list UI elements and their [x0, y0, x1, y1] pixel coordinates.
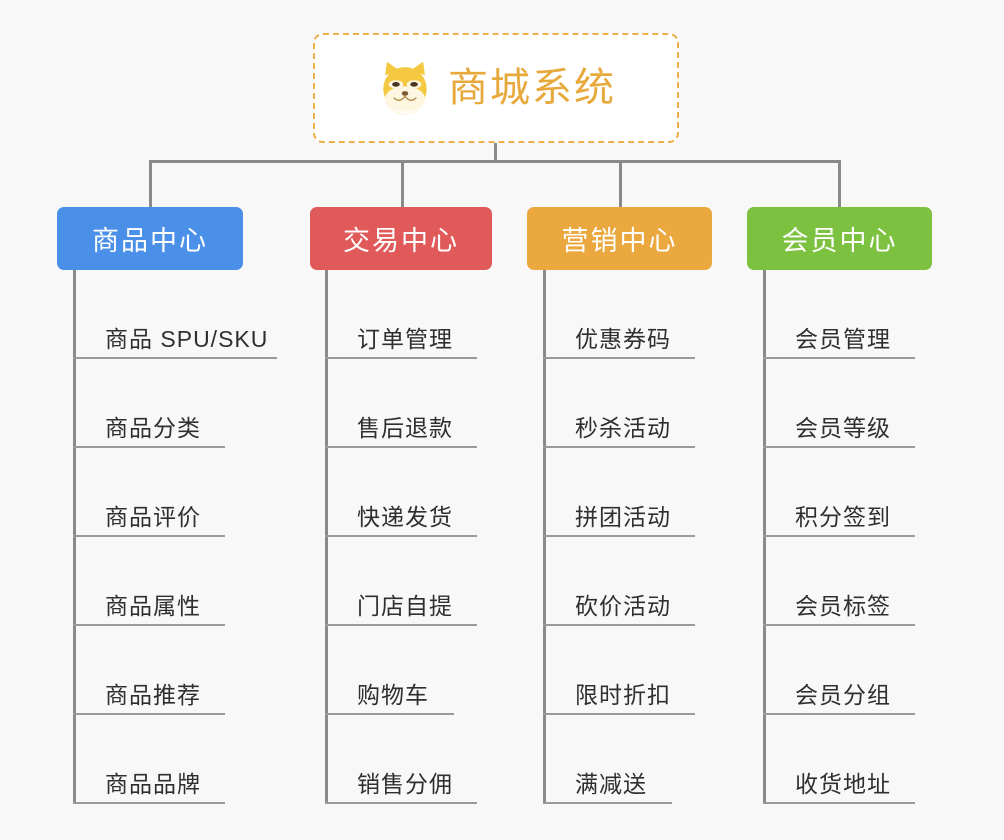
leaf-label: 商品评价: [105, 503, 201, 530]
category-label: 营销中心: [561, 226, 678, 256]
leaf-item[interactable]: 会员等级: [763, 359, 915, 448]
leaf-item[interactable]: 销售分佣: [325, 715, 477, 804]
leaf-item[interactable]: 购物车: [325, 626, 454, 715]
leaf-label: 销售分佣: [357, 770, 453, 797]
connector-drop-1: [149, 160, 152, 208]
leaf-label: 满减送: [575, 770, 647, 797]
leaf-label: 会员管理: [795, 325, 891, 352]
leaf-label: 商品属性: [105, 592, 201, 619]
leaf-item[interactable]: 订单管理: [325, 270, 477, 359]
leaf-item[interactable]: 秒杀活动: [543, 359, 695, 448]
category-label: 会员中心: [781, 226, 898, 256]
leaf-label: 会员等级: [795, 414, 891, 441]
leaf-item[interactable]: 售后退款: [325, 359, 477, 448]
leaf-label: 积分签到: [795, 503, 891, 530]
leaf-item[interactable]: 会员管理: [763, 270, 915, 359]
category-box-product-center[interactable]: 商品中心: [57, 207, 243, 270]
leaf-item[interactable]: 商品 SPU/SKU: [73, 270, 277, 359]
leaf-label: 优惠券码: [575, 325, 671, 352]
leaf-item[interactable]: 满减送: [543, 715, 672, 804]
shiba-dog-face-icon: [383, 61, 427, 116]
connector-horizontal-bus: [150, 160, 840, 163]
branch-trunk: [73, 270, 76, 804]
leaf-label: 收货地址: [795, 770, 891, 797]
leaf-label: 门店自提: [357, 592, 453, 619]
leaf-label: 商品 SPU/SKU: [105, 325, 269, 352]
category-box-member-center[interactable]: 会员中心: [747, 207, 932, 270]
leaf-item[interactable]: 会员标签: [763, 537, 915, 626]
leaf-item[interactable]: 商品属性: [73, 537, 225, 626]
leaf-label: 砍价活动: [575, 592, 671, 619]
leaf-item[interactable]: 收货地址: [763, 715, 915, 804]
leaf-label: 会员标签: [795, 592, 891, 619]
leaf-item[interactable]: 积分签到: [763, 448, 915, 537]
leaf-item[interactable]: 快递发货: [325, 448, 477, 537]
leaf-label: 商品分类: [105, 414, 201, 441]
branch-trunk: [763, 270, 766, 804]
leaf-label: 秒杀活动: [575, 414, 671, 441]
root-title: 商城系统: [448, 66, 616, 110]
category-box-trade-center[interactable]: 交易中心: [310, 207, 492, 270]
leaf-item[interactable]: 门店自提: [325, 537, 477, 626]
leaf-item[interactable]: 砍价活动: [543, 537, 695, 626]
leaf-label: 商品品牌: [105, 770, 201, 797]
connector-drop-4: [838, 160, 841, 208]
category-label: 交易中心: [343, 226, 459, 256]
category-box-marketing-center[interactable]: 营销中心: [527, 207, 712, 270]
connector-root-stem: [494, 143, 497, 162]
leaf-label: 售后退款: [357, 414, 453, 441]
leaf-item[interactable]: 商品推荐: [73, 626, 225, 715]
leaf-item[interactable]: 商品品牌: [73, 715, 225, 804]
leaf-label: 购物车: [357, 681, 429, 708]
leaf-label: 订单管理: [357, 325, 453, 352]
category-label: 商品中心: [92, 226, 208, 256]
connector-drop-3: [619, 160, 622, 208]
leaf-label: 商品推荐: [105, 681, 201, 708]
root-node-shop-system[interactable]: 商城系统: [313, 33, 679, 143]
branch-trunk: [325, 270, 328, 804]
leaf-item[interactable]: 商品评价: [73, 448, 225, 537]
leaf-item[interactable]: 会员分组: [763, 626, 915, 715]
connector-drop-2: [401, 160, 404, 208]
leaf-label: 快递发货: [357, 503, 453, 530]
leaf-item[interactable]: 拼团活动: [543, 448, 695, 537]
leaf-item[interactable]: 优惠券码: [543, 270, 695, 359]
branch-trunk: [543, 270, 546, 804]
leaf-item[interactable]: 限时折扣: [543, 626, 695, 715]
leaf-item[interactable]: 商品分类: [73, 359, 225, 448]
leaf-label: 会员分组: [795, 681, 891, 708]
leaf-label: 拼团活动: [575, 503, 671, 530]
leaf-label: 限时折扣: [575, 681, 671, 708]
